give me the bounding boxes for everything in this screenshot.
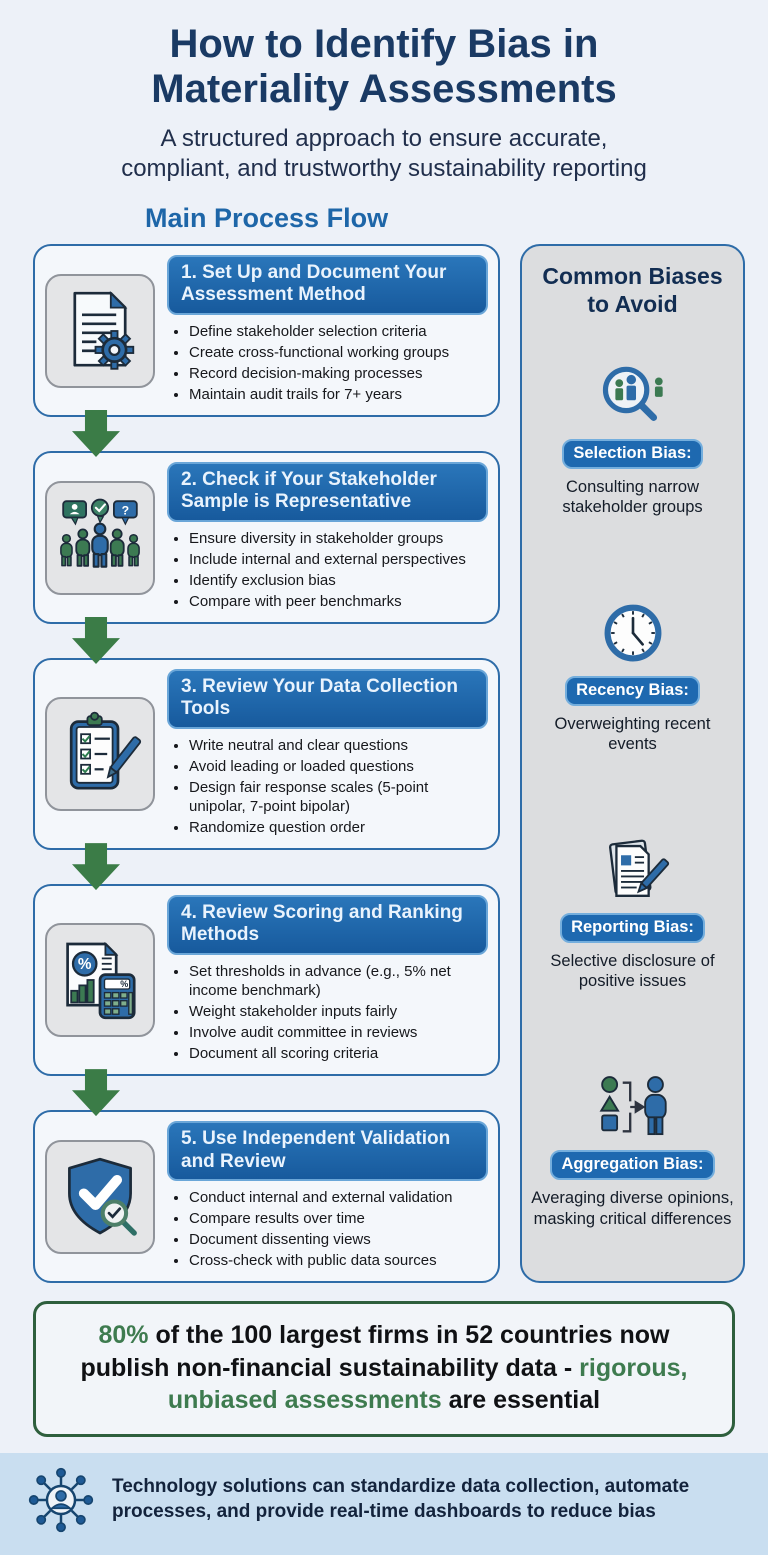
bias-desc-aggregation: Averaging diverse opinions, masking crit… [531,1189,734,1228]
bullet: Identify exclusion bias [189,571,488,590]
step-card-2: ? [33,451,500,625]
bias-desc-reporting: Selective disclosure of positive issues [550,952,715,991]
step-icon-tile-3 [45,697,155,812]
shapes-to-person-icon [590,1072,676,1142]
step-bullets-5: Conduct internal and external validation… [167,1188,488,1270]
step-icon-tile-2: ? [45,480,155,595]
svg-text:%: % [120,979,128,989]
stakeholder-group-icon: ? [60,498,140,568]
main-content: 1. Set Up and Document Your Assessment M… [0,244,768,1284]
step-title-3: 3. Review Your Data Collection Tools [167,669,488,729]
page-subtitle: A structured approach to ensure accurate… [0,124,768,185]
flow-arrow-gap [33,1069,500,1117]
process-flow-column: 1. Set Up and Document Your Assessment M… [33,244,500,1284]
footer-band: Technology solutions can standardize dat… [0,1452,768,1555]
clipboard-checklist-icon [69,711,142,790]
bullet: Create cross-functional working groups [189,343,488,362]
report-calculator-icon: % % [66,941,136,1020]
flow-arrow-down-icon [72,617,120,665]
page-subtitle-line-1: A structured approach to ensure accurate… [160,124,608,152]
sidebar-title: Common Biases to Avoid [542,263,723,318]
bullet: Involve audit committee in reviews [189,1023,488,1042]
page-title: How to Identify Bias in Materiality Asse… [0,22,768,112]
bullet: Compare with peer benchmarks [189,592,488,611]
step-bullets-4: Set thresholds in advance (e.g., 5% net … [167,962,488,1063]
step-card-1: 1. Set Up and Document Your Assessment M… [33,244,500,418]
flow-arrow-down-icon [72,1069,120,1117]
bias-label-recency: Recency Bias: [565,675,700,706]
bullet: Cross-check with public data sources [189,1251,488,1270]
step-title-4: 4. Review Scoring and Ranking Methods [167,895,488,955]
flow-arrow-gap [33,843,500,891]
bullet: Define stakeholder selection criteria [189,322,488,341]
step-bullets-1: Define stakeholder selection criteria Cr… [167,322,488,404]
bias-desc-recency: Overweighting recent events [554,714,711,753]
bullet: Weight stakeholder inputs fairly [189,1002,488,1021]
bullet: Conduct internal and external validation [189,1188,488,1207]
biases-sidebar: Common Biases to Avoid Selection Bias: C… [520,244,745,1284]
step-title-1: 1. Set Up and Document Your Assessment M… [167,255,488,315]
step-body-5: 5. Use Independent Validation and Review… [167,1121,488,1272]
magnifier-people-icon [590,361,676,431]
flow-arrow-gap [33,617,500,665]
step-body-1: 1. Set Up and Document Your Assessment M… [167,255,488,406]
page-title-line-1: How to Identify Bias in [169,22,599,66]
bullet: Document all scoring criteria [189,1044,488,1063]
bias-label-selection: Selection Bias: [562,438,703,469]
stat-text-end: are essential [441,1386,601,1415]
step-body-3: 3. Review Your Data Collection Tools Wri… [167,669,488,839]
stat-highlight-percent: 80% [98,1321,149,1350]
step-bullets-3: Write neutral and clear questions Avoid … [167,736,488,837]
bullet: Randomize question order [189,818,488,837]
flow-arrow-down-icon [72,843,120,891]
bullet: Set thresholds in advance (e.g., 5% net … [189,962,488,1000]
bias-selection: Selection Bias: Consulting narrow stakeh… [530,318,735,555]
clock-icon [590,598,676,668]
step-icon-tile-5 [45,1139,155,1254]
page-title-line-2: Materiality Assessments [151,66,617,111]
step-card-4: % % 4. Review Scoring and Ra [33,884,500,1077]
step-bullets-2: Ensure diversity in stakeholder groups I… [167,529,488,611]
flow-arrow-down-icon [72,410,120,458]
shield-check-icon [68,1157,137,1236]
step-body-4: 4. Review Scoring and Ranking Methods Se… [167,895,488,1065]
svg-text:?: ? [122,503,130,517]
bias-desc-selection: Consulting narrow stakeholder groups [562,477,703,516]
bias-reporting: Reporting Bias: Selective disclosure of … [530,793,735,1030]
page-subtitle-line-2: compliant, and trustworthy sustainabilit… [121,155,647,183]
network-hub-icon [28,1467,94,1532]
footer-text: Technology solutions can standardize dat… [112,1475,690,1522]
bias-aggregation: Aggregation Bias: Averaging diverse opin… [530,1030,735,1267]
step-card-3: 3. Review Your Data Collection Tools Wri… [33,658,500,851]
step-title-5: 5. Use Independent Validation and Review [167,1121,488,1181]
bias-label-aggregation: Aggregation Bias: [550,1150,715,1181]
bullet: Include internal and external perspectiv… [189,550,488,569]
statistic-callout: 80% of the 100 largest firms in 52 count… [33,1301,735,1437]
step-icon-tile-4: % % [45,923,155,1038]
bullet: Write neutral and clear questions [189,736,488,755]
bullet: Document dissenting views [189,1230,488,1249]
bullet: Compare results over time [189,1209,488,1228]
bias-recency: Recency Bias: Overweighting recent event… [530,555,735,792]
step-body-2: 2. Check if Your Stakeholder Sample is R… [167,462,488,613]
svg-text:%: % [78,956,92,973]
step-card-5: 5. Use Independent Validation and Review… [33,1110,500,1284]
section-heading: Main Process Flow [145,203,389,234]
flow-arrow-gap [33,410,500,458]
document-gear-icon [73,290,135,370]
bullet: Maintain audit trails for 7+ years [189,385,488,404]
bullet: Ensure diversity in stakeholder groups [189,529,488,548]
bullet: Record decision-making processes [189,364,488,383]
document-pen-icon [590,835,676,905]
step-title-2: 2. Check if Your Stakeholder Sample is R… [167,462,488,522]
bullet: Avoid leading or loaded questions [189,757,488,776]
bias-label-reporting: Reporting Bias: [560,913,705,944]
step-icon-tile-1 [45,273,155,388]
bullet: Design fair response scales (5-point uni… [189,778,488,816]
